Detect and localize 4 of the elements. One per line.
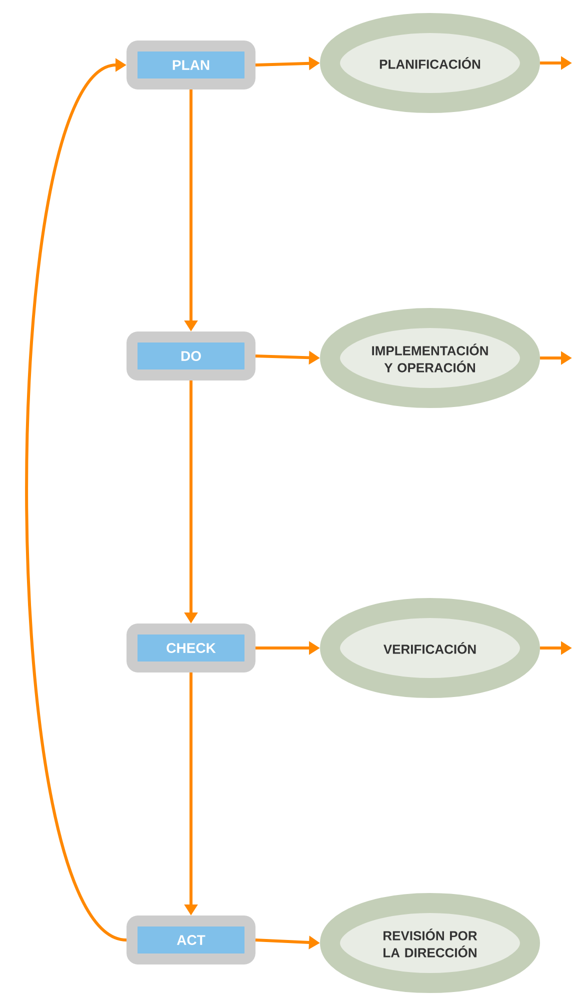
step-box: DO bbox=[126, 332, 256, 380]
step-box: PLAN bbox=[126, 40, 256, 90]
step-box: CHECK bbox=[126, 624, 256, 672]
step-box: ACT bbox=[126, 916, 256, 964]
